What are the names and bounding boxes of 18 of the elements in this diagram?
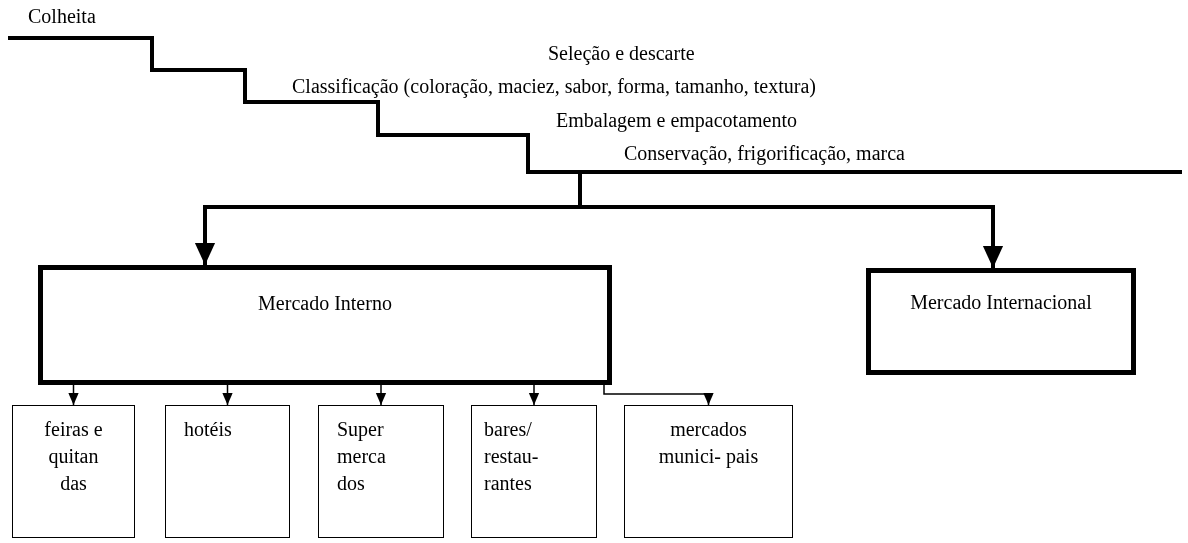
outlet-box: mercados munici- pais (624, 405, 793, 538)
step-label: Seleção e descarte (548, 40, 788, 68)
arrow (603, 384, 714, 406)
arrow (528, 384, 540, 406)
market-box: Mercado Interno (38, 265, 612, 385)
step-label: Embalagem e empacotamento (556, 107, 936, 135)
outlet-box: Super merca dos (318, 405, 444, 538)
step-label: Colheita (28, 3, 138, 31)
outlet-box: hotéis (165, 405, 290, 538)
arrow (68, 384, 79, 406)
arrow (222, 384, 233, 406)
arrow (375, 384, 387, 406)
step-label: Classificação (coloração, maciez, sabor, forma, tamanho, textura) (292, 73, 1172, 101)
outlet-box: feiras e quitan das (12, 405, 135, 538)
step-label: Conservação, frigorificação, marca (624, 140, 1064, 168)
arrow (578, 172, 1004, 268)
market-box: Mercado Internacional (866, 268, 1136, 375)
outlet-box: bares/ restau- rantes (471, 405, 597, 538)
